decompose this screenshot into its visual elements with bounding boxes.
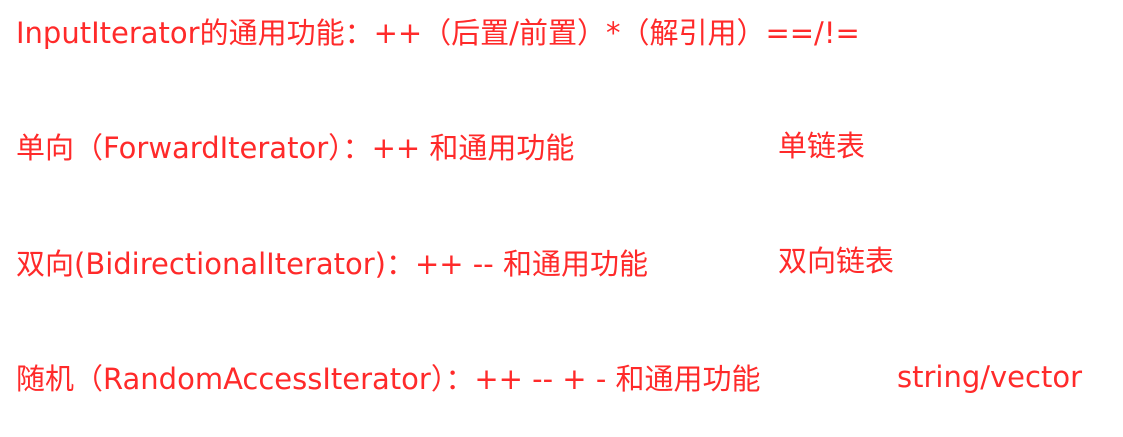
bidirectional-iterator-example: 双向链表 <box>778 244 895 278</box>
bidirectional-iterator-line: 双向(BidirectionalIterator)：++ -- 和通用功能 <box>16 247 648 281</box>
input-iterator-line: InputIterator的通用功能：++（后置/前置）*（解引用）==/!= <box>16 16 860 50</box>
random-access-iterator-line: 随机（RandomAccessIterator）：++ -- + - 和通用功能 <box>16 362 761 396</box>
random-access-iterator-example: string/vector <box>897 360 1083 394</box>
forward-iterator-example: 单链表 <box>778 129 866 163</box>
forward-iterator-line: 单向（ForwardIterator）：++ 和通用功能 <box>16 131 575 165</box>
